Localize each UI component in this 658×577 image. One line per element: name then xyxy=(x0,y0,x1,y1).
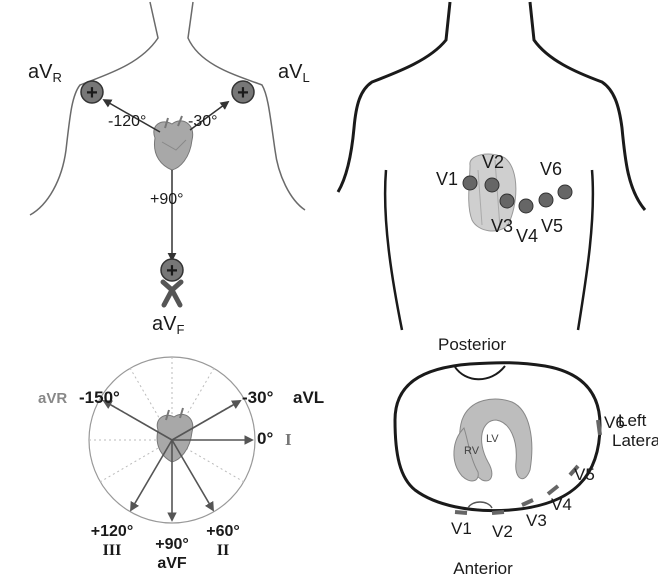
torso-outline-left xyxy=(30,2,158,215)
chest-v6-label: V6 xyxy=(540,159,562,179)
cs-v4-label: V4 xyxy=(551,495,572,514)
hex-avr-angle: -150° xyxy=(79,388,120,407)
hex-avl-label: aVL xyxy=(293,388,324,407)
cs-v1-label: V1 xyxy=(451,519,472,538)
electrode-avr: + xyxy=(81,81,103,104)
electrode-avf: + xyxy=(161,259,183,305)
rv-label: RV xyxy=(464,445,480,457)
chest-v3-label: V3 xyxy=(491,216,513,236)
hex-120-angle: +120° xyxy=(91,523,133,540)
cross-section-panel: RV LV Posterior Anterior Left Lateral V1… xyxy=(395,335,658,577)
chest-v2-label: V2 xyxy=(482,152,504,172)
hex-avr-label: aVR xyxy=(38,390,67,407)
label-avf: aVF xyxy=(152,313,184,337)
sternum-bump xyxy=(468,502,492,508)
spine-notch xyxy=(455,366,505,379)
svg-text:+: + xyxy=(86,82,98,104)
svg-text:+: + xyxy=(237,82,249,104)
angle-avr: -120° xyxy=(108,113,146,130)
chest-v1-label: V1 xyxy=(436,169,458,189)
cs-v3-label: V3 xyxy=(526,511,547,530)
anterior-label: Anterior xyxy=(453,559,513,577)
angle-avl: -30° xyxy=(188,113,218,130)
hex-avl-angle: -30° xyxy=(242,388,274,407)
posterior-label: Posterior xyxy=(438,335,506,354)
flank-left xyxy=(385,170,402,330)
lateral-label: Lateral xyxy=(612,431,658,450)
chest-lead-panel: V1 V2 V3 V4 V5 V6 xyxy=(338,2,645,330)
torso-outline-right xyxy=(188,2,305,210)
hexaxial-panel: aVR -150° -30° aVL 0° I +120° III +90° a… xyxy=(38,357,324,572)
cs-v2-label: V2 xyxy=(492,522,513,541)
chest-v5-label: V5 xyxy=(541,216,563,236)
label-avl: aVL xyxy=(278,61,310,85)
electrode-avl: + xyxy=(232,81,254,104)
flank-right xyxy=(578,170,593,330)
heart-icon xyxy=(154,116,193,170)
hex-iii-label: III xyxy=(103,542,122,559)
angle-avf: +90° xyxy=(150,191,184,208)
foot-clip-icon xyxy=(163,282,181,305)
hex-60-angle: +60° xyxy=(206,523,240,540)
torso-outline-right-panel xyxy=(338,2,450,192)
hex-avf-label: aVF xyxy=(157,555,187,572)
hex-90-angle: +90° xyxy=(155,536,189,553)
cs-v6-label-visible: V6 xyxy=(604,413,625,432)
chest-v4-label: V4 xyxy=(516,226,538,246)
hex-i-label: I xyxy=(285,430,292,449)
hex-i-angle: 0° xyxy=(257,429,273,448)
hex-ii-label: II xyxy=(217,542,229,559)
lv-label: LV xyxy=(486,433,499,445)
label-avr: aVR xyxy=(28,61,62,85)
svg-text:+: + xyxy=(166,260,178,282)
cs-v5-label: V5 xyxy=(574,465,595,484)
limb-lead-panel: + + + aVR aVL aVF -120° -30° +90° xyxy=(28,2,310,337)
